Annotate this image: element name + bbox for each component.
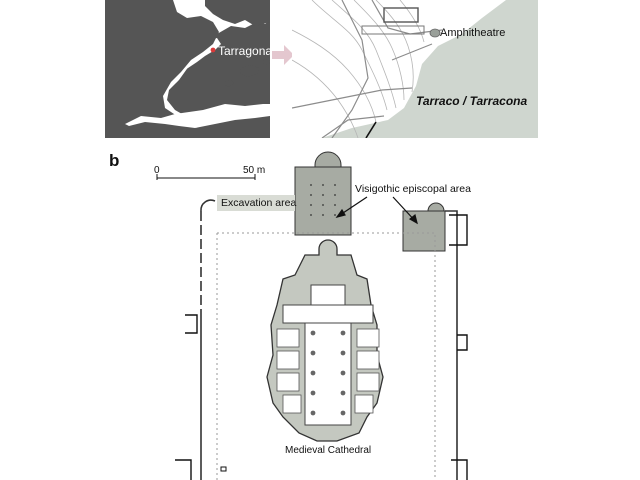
cathedral-piers xyxy=(310,330,346,416)
side-chapels xyxy=(276,328,380,414)
city-name-label: Tarraco / Tarracona xyxy=(416,94,528,108)
inset-leader-line xyxy=(365,121,377,138)
precinct-outline xyxy=(200,199,458,480)
regional-map: Tarragona xyxy=(105,0,273,138)
annotation-arrows xyxy=(335,196,418,225)
city-inset-svg xyxy=(292,0,538,138)
apse-north xyxy=(314,151,342,168)
apse-east xyxy=(427,202,445,212)
scale-bar xyxy=(156,174,256,180)
north-africa-landmass xyxy=(123,116,270,138)
small-marker xyxy=(220,466,227,472)
coastal-sea xyxy=(322,0,538,138)
iberia-landmass xyxy=(105,0,270,138)
circus-block xyxy=(361,25,425,35)
city-inset-map: Amphitheatre Tarraco / Tarracona xyxy=(292,0,538,138)
excavation-area-east xyxy=(402,210,446,252)
amphitheatre-label: Amphitheatre xyxy=(440,27,506,39)
island-mallorca xyxy=(240,65,259,77)
side-structures xyxy=(175,214,468,480)
regional-map-svg xyxy=(105,0,270,138)
map-connector-arrow xyxy=(272,45,294,65)
excavation-columns xyxy=(310,184,336,216)
scale-zero-label: 0 xyxy=(154,165,160,176)
scale-max-label: 50 m xyxy=(243,165,266,176)
cathedral-apse xyxy=(310,284,346,306)
site-plan-svg xyxy=(156,151,468,480)
island-ibiza xyxy=(225,80,234,87)
island-menorca xyxy=(263,59,270,65)
panel-letter-b: b xyxy=(109,151,120,170)
visigothic-area-label: Visigothic episcopal area xyxy=(355,183,471,195)
cathedral-label: Medieval Cathedral xyxy=(285,445,372,456)
site-plan: b xyxy=(105,145,640,480)
tarragona-marker xyxy=(210,47,216,53)
amphitheatre-marker xyxy=(429,28,441,38)
tarragona-label: Tarragona xyxy=(218,44,273,58)
excavation-area-north xyxy=(294,166,352,236)
france-landmass xyxy=(205,0,270,26)
road-network xyxy=(292,0,443,138)
excavation-label-frame xyxy=(217,195,295,211)
contour-lines xyxy=(292,0,425,138)
iberia-west xyxy=(105,0,219,138)
excavation-area-label: Excavation area xyxy=(221,197,297,209)
sea-strip xyxy=(125,104,270,128)
cathedral-transept xyxy=(282,304,374,324)
forum-block xyxy=(383,7,419,23)
inner-precinct-dots xyxy=(216,232,436,480)
cathedral-plan xyxy=(266,239,384,442)
